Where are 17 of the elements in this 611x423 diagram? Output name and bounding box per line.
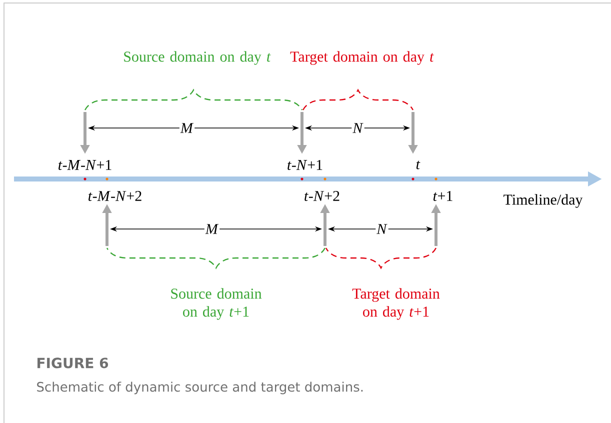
domain-label: Source domain on day t [124, 51, 271, 65]
dimension-label: M [204, 223, 220, 235]
tick-label: t+1 [433, 190, 452, 201]
domain-label: Target domain on day t [290, 51, 434, 65]
dimension-label: N [352, 122, 364, 134]
tick-label: t-M-N+1 [58, 160, 112, 170]
domain-label: Source domain on day t+1 [171, 288, 262, 320]
tick-label: t [416, 160, 420, 170]
tick-label: t-N+2 [304, 190, 340, 202]
figure-caption: Schematic of dynamic source and target domains. [37, 382, 363, 394]
dimension-label: M [179, 122, 195, 134]
dimension-label: N [376, 223, 388, 235]
figure-title: FIGURE 6 [38, 358, 108, 368]
domain-label: Target domain on day t+1 [352, 288, 440, 320]
axis-label: Timeline/day [504, 194, 583, 208]
tick-label: t-N+1 [288, 160, 322, 170]
tick-label: t-M-N+2 [88, 190, 142, 202]
